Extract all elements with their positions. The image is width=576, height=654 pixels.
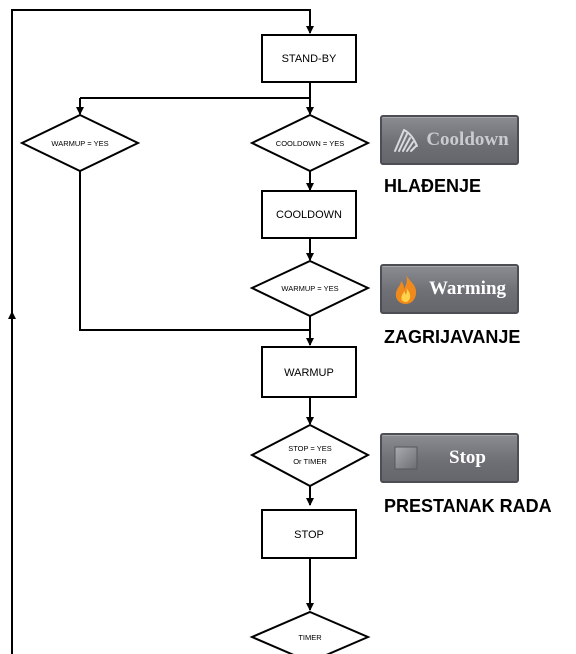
- cooldown-button[interactable]: Cooldown: [380, 115, 519, 165]
- stop-check-label-line1: STOP = YES: [288, 444, 332, 453]
- loop-line: [11, 9, 314, 654]
- cooldown-label: COOLDOWN: [276, 209, 342, 221]
- cooldown-check-label: COOLDOWN = YES: [276, 139, 344, 148]
- warmup-box: [261, 346, 357, 398]
- warming-button-label: Warming: [428, 278, 507, 299]
- cooldown-box: [261, 190, 357, 239]
- flame-icon: [395, 275, 417, 304]
- cooldown-check-diamond: [249, 113, 371, 173]
- warming-caption: ZAGRIJAVANJE: [384, 327, 521, 347]
- cooldown-button-label: Cooldown: [426, 129, 509, 150]
- stop-button-label: Stop: [449, 447, 486, 468]
- standby-label: STAND-BY: [282, 53, 337, 65]
- warmup-label: WARMUP: [284, 367, 334, 379]
- connector-lines: [8, 9, 314, 654]
- stop-check-label-line2: Or TIMER: [293, 457, 327, 466]
- timer-diamond: [249, 610, 371, 654]
- flow-labels: STAND-BY WARMUP = YES COOLDOWN = YES COO…: [51, 53, 344, 642]
- warmup-check-left-label: WARMUP = YES: [51, 139, 108, 148]
- stop-caption: PRESTANAK RADA: [384, 496, 552, 516]
- stop-button[interactable]: Stop: [380, 433, 519, 483]
- square-icon: [394, 446, 418, 470]
- stop-label: STOP: [294, 529, 324, 541]
- warming-button[interactable]: Warming: [380, 264, 519, 314]
- stop-box: [261, 509, 357, 559]
- timer-label: TIMER: [298, 633, 322, 642]
- stop-check-diamond: [249, 423, 371, 488]
- cooldown-caption: HLAĐENJE: [384, 176, 482, 196]
- standby-box: [261, 34, 357, 83]
- warmup-check-diamond: [249, 259, 371, 318]
- warmup-check-left-diamond: [19, 113, 141, 173]
- flow-nodes: [19, 34, 371, 654]
- fan-icon: [394, 129, 418, 152]
- warmup-left-merge-line: [79, 170, 310, 331]
- warmup-check-label: WARMUP = YES: [281, 284, 338, 293]
